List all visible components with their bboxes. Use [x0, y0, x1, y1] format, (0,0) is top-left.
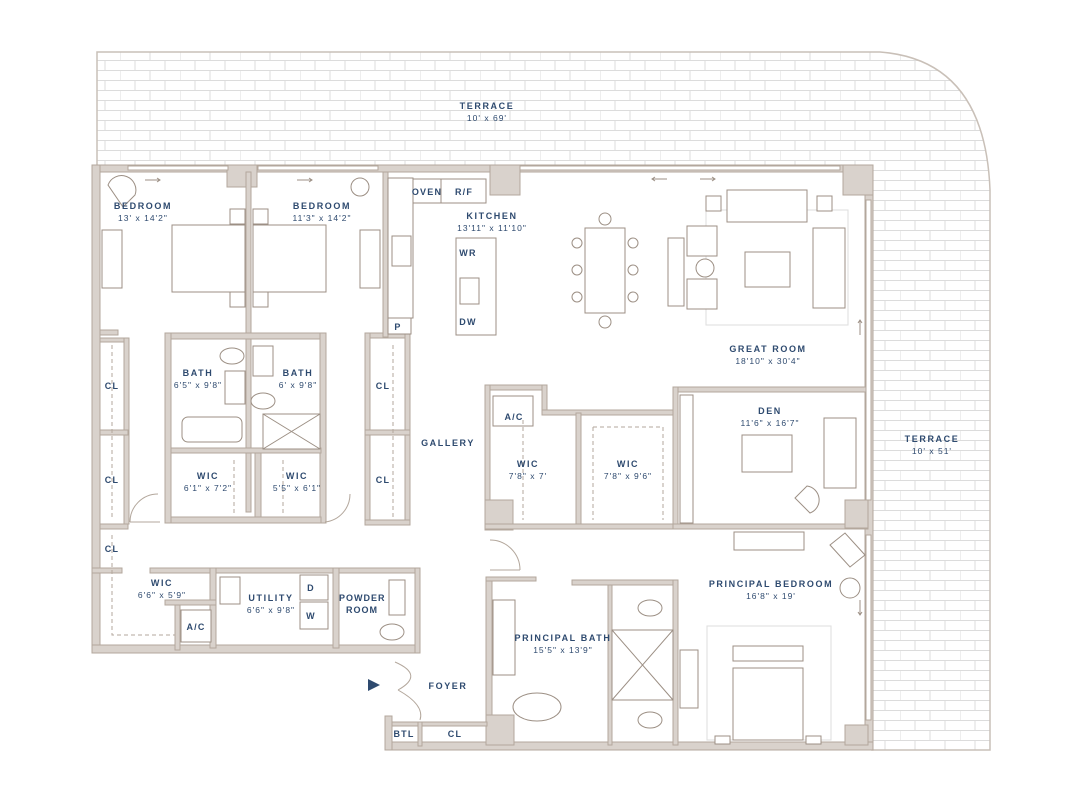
tag-closet: CL — [104, 475, 120, 485]
dresser — [101, 229, 123, 289]
tag-dishwasher: DW — [459, 317, 477, 327]
wardrobe — [679, 394, 694, 524]
dresser — [733, 531, 805, 551]
toilet — [219, 347, 245, 365]
label-foyer: FOYER — [428, 681, 468, 691]
cooktop — [391, 235, 412, 267]
walls — [91, 164, 874, 751]
armchair — [686, 278, 718, 310]
bed — [171, 224, 246, 293]
bed — [732, 667, 804, 741]
dryer — [299, 574, 329, 601]
entry-arrow-icon — [368, 679, 380, 691]
doors — [129, 493, 521, 721]
tag-btl: BTL — [393, 729, 415, 739]
tag-closet: CL — [375, 381, 391, 391]
sink — [252, 345, 274, 377]
tag-dryer: D — [307, 583, 315, 593]
armchair — [829, 532, 866, 568]
bench — [732, 645, 804, 662]
label-powder-room: POWDER ROOM — [339, 593, 386, 615]
sofa — [812, 227, 846, 309]
armchair — [686, 225, 718, 257]
tag-oven: OVEN — [411, 187, 443, 197]
dining-table — [584, 227, 626, 314]
label-gallery: GALLERY — [421, 438, 475, 448]
tag-wine-refrigerator: WR — [459, 248, 477, 258]
sofa — [726, 189, 808, 223]
vanity — [492, 599, 516, 676]
armchair — [107, 175, 137, 208]
toilet — [637, 599, 663, 617]
closet-rods — [111, 345, 664, 636]
bathtub — [512, 692, 562, 722]
tag-fridge: R/F — [454, 187, 474, 197]
tag-closet: CL — [375, 475, 391, 485]
nightstand — [229, 208, 246, 225]
den-sofa — [823, 417, 857, 489]
coffee-table — [744, 251, 791, 288]
powder-sink — [388, 579, 406, 616]
bed — [252, 224, 327, 293]
pantry — [387, 317, 412, 335]
tag-washer: W — [306, 611, 316, 621]
furniture — [101, 175, 866, 745]
washer — [299, 601, 329, 630]
toilet — [637, 711, 663, 729]
tag-closet: CL — [104, 544, 120, 554]
ac-unit — [492, 395, 534, 427]
tag-ac: A/C — [186, 622, 206, 632]
tag-pantry: P — [394, 322, 402, 332]
fridge — [440, 178, 487, 204]
toilet — [379, 623, 405, 641]
oven — [412, 178, 442, 204]
media-console — [667, 237, 685, 307]
tv-console — [679, 649, 699, 709]
tag-ac: A/C — [504, 412, 524, 422]
tag-closet: CL — [447, 729, 463, 739]
ac-unit — [180, 609, 212, 643]
den-table — [741, 434, 793, 473]
bathtub — [181, 416, 243, 443]
windows — [127, 165, 872, 721]
terrace-area — [96, 51, 991, 751]
tag-closet: CL — [104, 381, 120, 391]
arrows — [145, 176, 863, 616]
den-chair — [794, 485, 820, 514]
utility-sink — [219, 576, 241, 605]
sink — [224, 370, 246, 405]
